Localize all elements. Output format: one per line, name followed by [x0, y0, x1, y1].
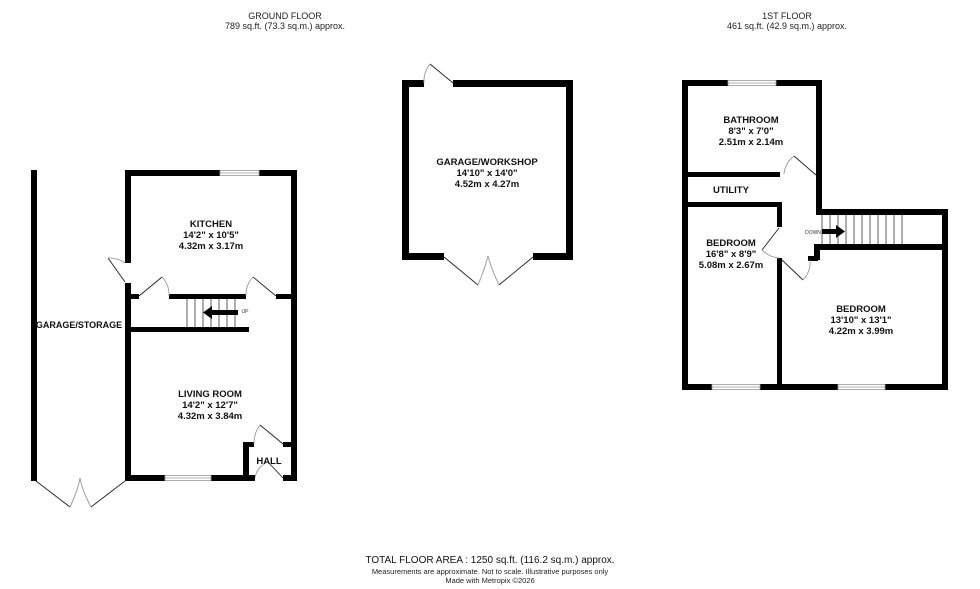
room-metric: 2.51m x 2.14m: [718, 137, 784, 148]
disclaimer: Measurements are approximate. Not to sca…: [371, 567, 609, 576]
first-floor-heading: 1ST FLOOR 461 sq.ft. (42.9 sq.m.) approx…: [727, 11, 847, 31]
room-name: BEDROOM: [706, 238, 756, 249]
room-name: BEDROOM: [836, 304, 886, 315]
room-kitchen: KITCHEN 14'2" x 10'5" 4.32m x 3.17m: [179, 219, 243, 252]
room-imperial: 14'2" x 12'7": [182, 400, 238, 411]
garage-workshop-walls: [402, 80, 573, 260]
footer: TOTAL FLOOR AREA : 1250 sq.ft. (116.2 sq…: [365, 555, 614, 585]
room-garage-workshop: GARAGE/WORKSHOP 14'10" x 14'0" 4.52m x 4…: [436, 157, 537, 190]
doors: [35, 63, 817, 508]
room-imperial: 14'10" x 14'0": [456, 168, 518, 179]
first-floor-area: 461 sq.ft. (42.9 sq.m.) approx.: [726, 21, 848, 31]
room-bedroom-2: BEDROOM 13'10" x 13'1" 4.22m x 3.99m: [829, 304, 893, 337]
room-garage-storage: GARAGE/STORAGE: [36, 320, 122, 331]
first-floor-stairs: [821, 215, 903, 244]
room-imperial: 14'2" x 10'5": [183, 230, 239, 241]
room-name: BATHROOM: [723, 115, 779, 126]
up-arrow-icon: [203, 306, 238, 319]
room-imperial: 8'3" x 7'0": [728, 126, 774, 137]
first-floor-title: 1ST FLOOR: [762, 11, 812, 21]
room-metric: 4.32m x 3.84m: [177, 411, 243, 422]
total-floor-area: TOTAL FLOOR AREA : 1250 sq.ft. (116.2 sq…: [365, 555, 615, 566]
down-arrow-icon: [822, 225, 845, 238]
room-utility: UTILITY: [713, 185, 749, 196]
ground-floor-walls: [31, 170, 297, 481]
room-metric: 5.08m x 2.67m: [698, 260, 764, 271]
room-metric: 4.52m x 4.27m: [454, 179, 520, 190]
room-name: HALL: [256, 456, 282, 467]
room-bathroom: BATHROOM 8'3" x 7'0" 2.51m x 2.14m: [719, 115, 783, 148]
ground-floor-title: GROUND FLOOR: [248, 11, 322, 21]
room-living-room: LIVING ROOM 14'2" x 12'7" 4.32m x 3.84m: [178, 389, 242, 422]
first-floor-walls: [682, 80, 948, 390]
room-imperial: 13'10" x 13'1": [830, 315, 892, 326]
ground-floor-area: 789 sq.ft. (73.3 sq.m.) approx.: [224, 21, 346, 31]
room-hall: HALL: [256, 456, 281, 467]
room-name: GARAGE/WORKSHOP: [436, 157, 538, 168]
room-imperial: 16'8" x 8'9": [705, 249, 757, 260]
room-metric: 4.32m x 3.17m: [178, 241, 244, 252]
ground-floor-heading: GROUND FLOOR 789 sq.ft. (73.3 sq.m.) app…: [225, 11, 345, 31]
stairs-up-label: UP: [241, 309, 249, 315]
stairs-down-label: DOWN: [805, 230, 821, 236]
room-name: KITCHEN: [189, 219, 233, 230]
credit: Made with Metropix ©2026: [445, 576, 535, 585]
room-name: UTILITY: [713, 185, 749, 196]
room-bedroom-1: BEDROOM 16'8" x 8'9" 5.08m x 2.67m: [699, 238, 763, 271]
windows: [164, 80, 886, 481]
room-name: LIVING ROOM: [178, 389, 242, 400]
room-name: GARAGE/STORAGE: [35, 320, 123, 330]
room-metric: 4.22m x 3.99m: [828, 326, 894, 337]
